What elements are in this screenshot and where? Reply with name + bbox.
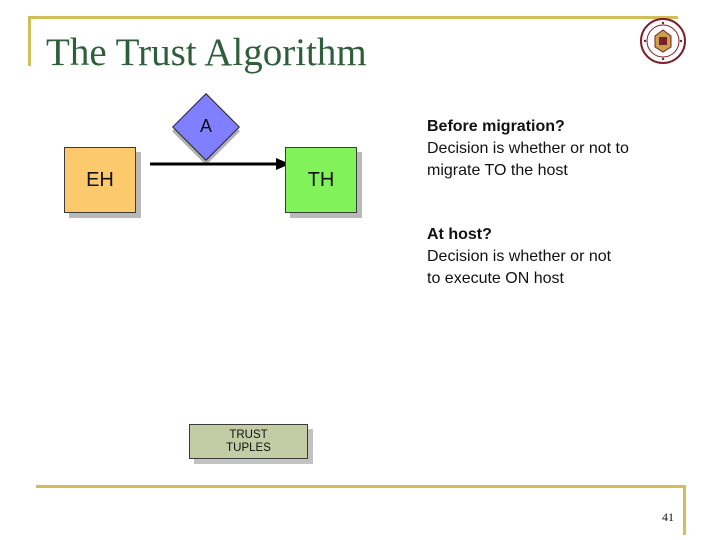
page-number: 41 [662,510,674,524]
before-migration-note: Before migration? Decision is whether or… [427,116,645,182]
agent-label: A [199,116,212,136]
execution-host-box: EH [64,147,136,213]
before-migration-heading: Before migration? [427,118,565,135]
bottom-border-line [36,485,686,488]
university-seal-icon [640,18,686,64]
target-host-label: TH [307,168,335,191]
at-host-body: Decision is whether or not to execute ON… [427,248,612,287]
migration-arrow [150,158,290,170]
at-host-note: At host? Decision is whether or not to e… [427,224,647,290]
before-migration-body: Decision is whether or not to migrate TO… [427,140,629,179]
execution-host-label: EH [86,168,114,191]
trust-tuples-label-line1: TRUST [229,428,268,441]
at-host-heading: At host? [427,226,492,243]
top-border-line [28,16,678,19]
trust-tuples-label-line2: TUPLES [226,441,271,454]
trust-tuples-box: TRUST TUPLES [189,424,308,459]
left-border-line [28,16,31,66]
right-border-line [683,485,686,535]
slide-title: The Trust Algorithm [46,31,367,74]
target-host-box: TH [285,147,357,213]
